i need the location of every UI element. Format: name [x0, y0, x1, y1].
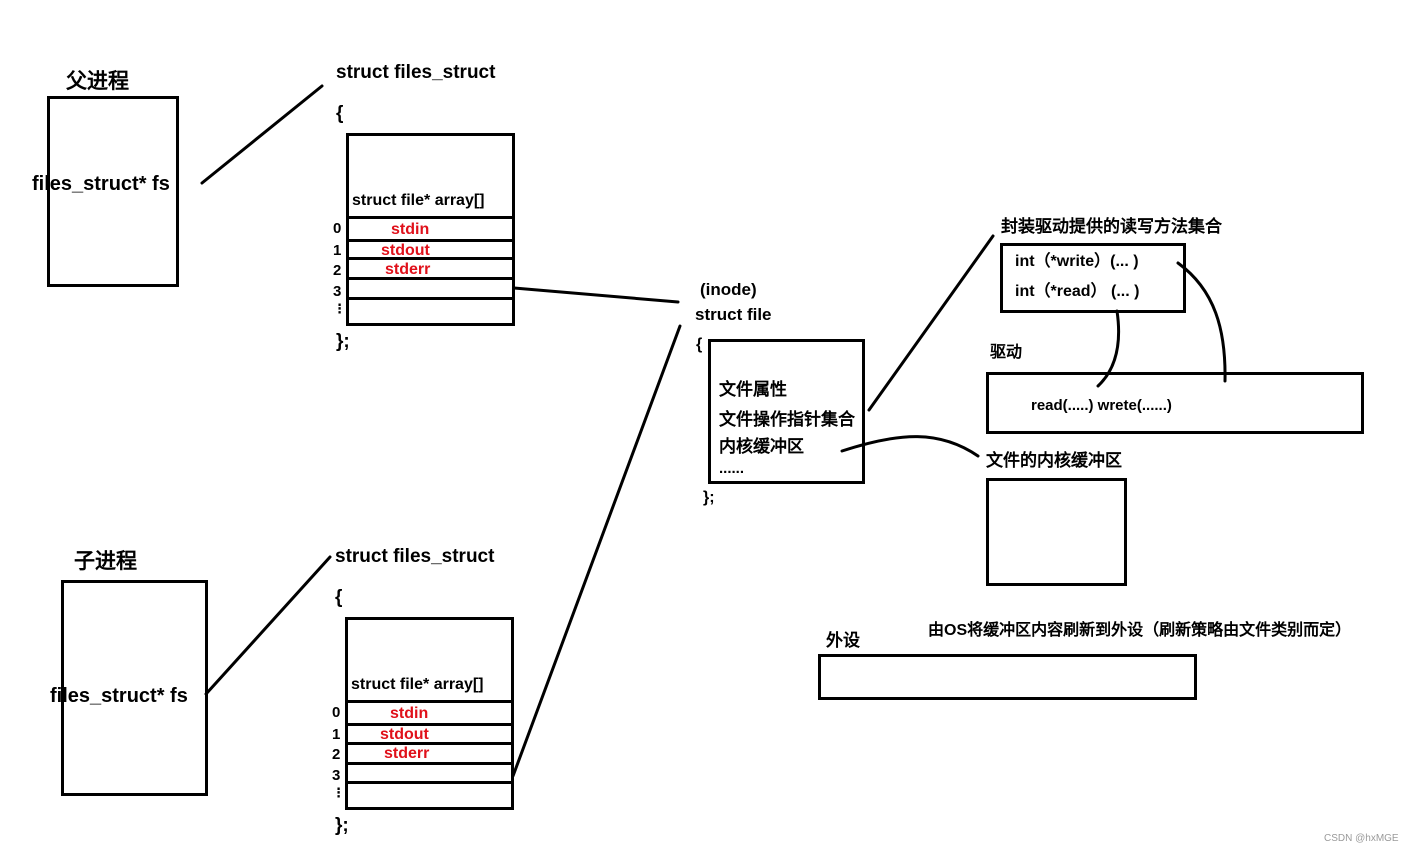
child-fd-index: 3	[332, 767, 341, 784]
parent-stdout-entry: stdout	[381, 242, 430, 259]
child-slot-divider	[345, 742, 514, 745]
parent-open-brace: {	[336, 103, 344, 124]
child-fd-index: 0	[332, 704, 341, 721]
parent-process-box	[47, 96, 179, 287]
device-title: 外设	[826, 631, 860, 650]
kernel-buffer-box	[986, 478, 1127, 586]
parent-process-title: 父进程	[66, 70, 129, 93]
rw-methods-title: 封装驱动提供的读写方法集合	[1001, 217, 1222, 236]
parent-fd3-to-file-line	[512, 286, 680, 304]
child-fd3-to-file-line	[511, 324, 682, 778]
parent-stderr-entry: stderr	[385, 261, 431, 278]
kernel-buffer-title: 文件的内核缓冲区	[986, 451, 1122, 470]
watermark: CSDN @hxMGE	[1324, 833, 1399, 844]
parent-slot-divider	[346, 239, 515, 242]
child-fd-array-box	[345, 617, 514, 810]
child-fd-index: ⋮	[332, 785, 345, 800]
child-stdin-entry: stdin	[390, 705, 429, 722]
file-ops-to-methods-line	[867, 234, 995, 412]
file-ops-pointers-field: 文件操作指针集合	[719, 410, 855, 429]
write-method: int（*write）(... )	[1015, 253, 1139, 270]
child-files-struct-header: struct files_struct	[335, 546, 495, 567]
ellipsis-field: ......	[719, 460, 745, 477]
write-curve	[1176, 261, 1227, 383]
driver-title: 驱动	[990, 344, 1023, 361]
parent-fd-index: 1	[333, 242, 342, 259]
child-slot-divider	[345, 781, 514, 784]
buffer-curve	[840, 435, 980, 458]
rw-methods-box	[1000, 243, 1186, 313]
parent-fd-index: ⋮	[333, 301, 346, 316]
child-slot-divider	[345, 762, 514, 765]
file-attributes-field: 文件属性	[719, 380, 787, 399]
parent-to-files-struct-line	[200, 84, 324, 185]
parent-array-label: struct file* array[]	[352, 192, 485, 209]
parent-fs-field: files_struct* fs	[32, 173, 170, 195]
parent-slot-divider	[346, 277, 515, 280]
parent-close-brace: };	[336, 331, 350, 352]
parent-fd-index: 2	[333, 262, 342, 279]
child-array-label: struct file* array[]	[351, 676, 484, 693]
parent-fd-array-box	[346, 133, 515, 326]
child-fd-index: 2	[332, 746, 341, 763]
parent-fd-index: 0	[333, 220, 342, 237]
inode-label: (inode)	[700, 280, 757, 299]
parent-fd-index: 3	[333, 283, 342, 300]
struct-file-close-brace: };	[703, 489, 715, 506]
child-slot-divider	[345, 723, 514, 726]
read-curve	[1096, 309, 1121, 388]
parent-slot-divider	[346, 297, 515, 300]
struct-file-box	[708, 339, 865, 484]
driver-rw-functions: read(.....) wrete(......)	[1031, 397, 1172, 414]
driver-box	[986, 372, 1364, 434]
child-close-brace: };	[335, 815, 349, 836]
child-fs-field: files_struct* fs	[50, 685, 188, 707]
child-open-brace: {	[335, 587, 343, 608]
read-method: int（*read） (... )	[1015, 283, 1140, 300]
child-slot-divider	[345, 700, 514, 703]
child-process-title: 子进程	[74, 550, 137, 573]
parent-files-struct-header: struct files_struct	[336, 62, 496, 83]
struct-file-open-brace: {	[696, 336, 703, 353]
child-stdout-entry: stdout	[380, 726, 429, 743]
flush-note: 由OS将缓冲区内容刷新到外设（刷新策略由文件类别而定）	[928, 622, 1352, 639]
parent-stdin-entry: stdin	[391, 221, 430, 238]
kernel-buffer-field: 内核缓冲区	[719, 437, 804, 456]
parent-slot-divider	[346, 257, 515, 260]
child-process-box	[61, 580, 208, 796]
child-to-files-struct-line	[204, 555, 332, 696]
device-box	[818, 654, 1197, 700]
child-fd-index: 1	[332, 726, 341, 743]
child-stderr-entry: stderr	[384, 745, 430, 762]
struct-file-header: struct file	[695, 305, 772, 324]
parent-slot-divider	[346, 216, 515, 219]
